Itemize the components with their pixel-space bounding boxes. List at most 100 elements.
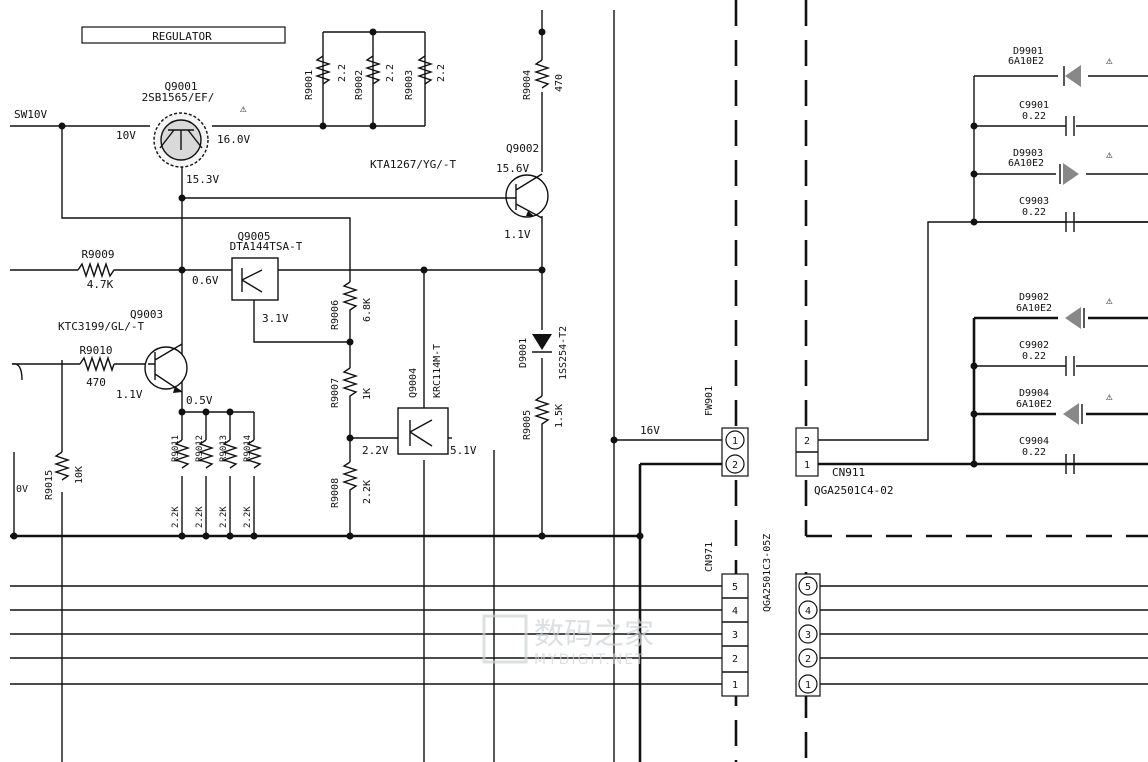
resistor-r9013: R9013 2.2K (219, 435, 239, 528)
capacitor-c9902: C9902 0.22 (1019, 340, 1075, 376)
resistor-r9011: R9011 2.2K (171, 435, 191, 528)
connector-fw901: 1 2 FW901 (704, 386, 749, 477)
resistor-r9001: R9001 2.2 (304, 55, 348, 100)
q9002-part: KTA1267/YG/-T (370, 158, 456, 171)
q9004-vout: 5.1V (450, 444, 477, 457)
r9006-ref: R9006 (330, 300, 341, 330)
r9010-ref: R9010 (79, 344, 112, 357)
r9009-value: 4.7K (87, 278, 114, 291)
cn911-pin-1: 1 (804, 460, 810, 471)
q9002-vtop: 15.6V (496, 162, 529, 175)
r9004-value: 470 (554, 74, 565, 92)
resistor-r9012: R9012 2.2K (195, 435, 215, 528)
c9901-value: 0.22 (1022, 111, 1046, 122)
capacitor-c9901: C9901 0.22 (1019, 100, 1075, 136)
r9008-ref: R9008 (330, 478, 341, 508)
cn971-left-pin-5: 5 (732, 582, 738, 593)
d9902-ref: D9902 (1019, 292, 1049, 303)
r9011-ref: R9011 (171, 435, 181, 462)
capacitor-c9903: C9903 0.22 (1019, 196, 1075, 232)
d9901-warning-icon: ⚠ (1106, 54, 1113, 67)
q9005-vin: 0.6V (192, 274, 219, 287)
c9903-value: 0.22 (1022, 207, 1046, 218)
q9001-vout: 16.0V (217, 133, 250, 146)
net-label-16v: 16V (640, 424, 660, 437)
left-voltage-label: 0V (16, 484, 28, 495)
c9902-ref: C9902 (1019, 340, 1049, 351)
diode-d9001: D9001 1SS254-T2 (518, 326, 569, 380)
q9001-warning-icon: ⚠ (240, 102, 247, 115)
resistor-r9002: R9002 2.2 (354, 55, 396, 100)
r9004-ref: R9004 (522, 70, 533, 100)
d9904-part: 6A10E2 (1016, 399, 1052, 410)
resistor-r9014: R9014 2.2K (243, 435, 263, 528)
diode-d9904: D9904 6A10E2 ⚠ (1016, 388, 1113, 425)
c9904-value: 0.22 (1022, 447, 1046, 458)
r9010-value: 470 (86, 376, 106, 389)
c9901-ref: C9901 (1019, 100, 1049, 111)
d9904-warning-icon: ⚠ (1106, 390, 1113, 403)
r9007-value: 1K (362, 388, 373, 400)
q9005-ref: Q9005 (237, 230, 270, 243)
q9003-vbase: 1.1V (116, 388, 143, 401)
r9009-ref: R9009 (81, 248, 114, 261)
cn971-left-pin-2: 2 (732, 654, 738, 665)
transistor-q9003: Q9003 KTC3199/GL/-T 1.1V 0.5V (58, 308, 213, 407)
junction-dots (10, 28, 978, 540)
watermark-title: 数码之家 (534, 617, 654, 652)
q9001-vbase: 15.3V (186, 173, 219, 186)
watermark: 数码之家 MYDIGIT.NET (482, 614, 654, 668)
resistor-r9006: R9006 6.8K (330, 281, 373, 330)
d9904-ref: D9904 (1019, 388, 1049, 399)
q9002-ref: Q9002 (506, 142, 539, 155)
d9902-warning-icon: ⚠ (1106, 294, 1113, 307)
diode-d9902: D9902 6A10E2 ⚠ (1016, 292, 1113, 329)
r9012-ref: R9012 (195, 435, 205, 462)
r9003-ref: R9003 (404, 70, 415, 100)
c9904-ref: C9904 (1019, 436, 1049, 447)
cn911-part: QGA2501C4-02 (814, 484, 893, 497)
r9012-value: 2.2K (195, 506, 205, 528)
q9005-vout: 3.1V (262, 312, 289, 325)
r9015-value: 10K (74, 466, 85, 484)
r9002-value: 2.2 (385, 64, 396, 82)
r9003-value: 2.2 (436, 64, 447, 82)
r9013-ref: R9013 (219, 435, 229, 462)
c9903-ref: C9903 (1019, 196, 1049, 207)
d9901-ref: D9901 (1013, 46, 1043, 57)
resistor-r9007: R9007 1K (330, 367, 373, 410)
q9003-part: KTC3199/GL/-T (58, 320, 144, 333)
resistor-r9009: R9009 4.7K (77, 248, 118, 291)
q9004-part: KRC114M-T (432, 344, 443, 398)
d9903-ref: D9903 (1013, 148, 1043, 159)
regulator-title-box: REGULATOR (81, 26, 286, 44)
r9001-ref: R9001 (304, 70, 315, 100)
r9015-ref: R9015 (44, 470, 55, 500)
diode-d9901: D9901 6A10E2 ⚠ (1008, 46, 1113, 87)
d9901-part: 6A10E2 (1008, 56, 1044, 67)
transistor-q9002: Q9002 KTA1267/YG/-T 15.6V 1.1V (370, 142, 549, 241)
r9001-value: 2.2 (337, 64, 348, 82)
q9003-ref: Q9003 (130, 308, 163, 321)
cn971-right-pin-4: 4 (805, 606, 811, 617)
r9005-ref: R9005 (522, 410, 533, 440)
fw901-pin-2: 2 (732, 460, 738, 471)
cn971-part: QGA2501C3-05Z (762, 534, 773, 612)
cn971-left-pin-3: 3 (732, 630, 738, 641)
cn971-left-pin-4: 4 (732, 606, 738, 617)
connector-cn971: 5 4 3 2 1 CN971 QGA2501C3-05Z 5 4 3 2 1 (704, 534, 821, 697)
q9005-part: DTA144TSA-T (230, 240, 303, 253)
cn971-right-pin-3: 3 (805, 630, 811, 641)
q9001-part: 2SB1565/EF/ (142, 91, 215, 104)
connector-cn911: 2 1 CN911 QGA2501C4-02 (795, 427, 893, 497)
c9902-value: 0.22 (1022, 351, 1046, 362)
block-title: REGULATOR (152, 30, 212, 43)
capacitor-c9904: C9904 0.22 (1019, 436, 1075, 474)
resistor-r9015: R9015 10K (44, 451, 85, 500)
d9001-part: 1SS254-T2 (558, 326, 569, 380)
watermark-sub: MYDIGIT.NET (534, 652, 646, 668)
resistor-r9010: R9010 470 (79, 344, 115, 389)
cn911-ref: CN911 (832, 466, 865, 479)
diode-d9903: D9903 6A10E2 ⚠ (1008, 148, 1113, 185)
resistor-r9003: R9003 2.2 (404, 55, 447, 100)
